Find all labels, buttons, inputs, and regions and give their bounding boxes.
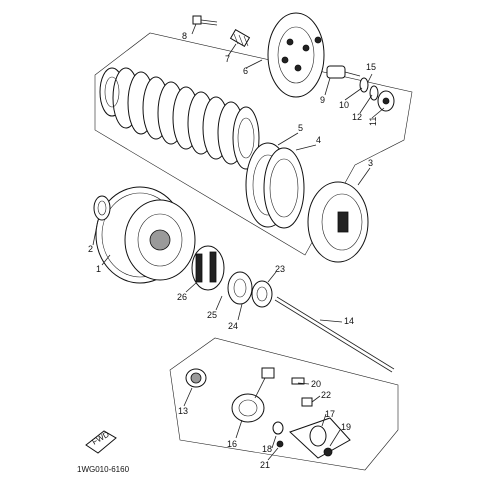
- label-13: 13: [178, 406, 188, 416]
- label-8: 8: [182, 31, 187, 41]
- push-lever-shaft: [231, 367, 275, 423]
- drawing-code: 1WG010-6160: [77, 465, 130, 474]
- label-16: 16: [227, 439, 237, 449]
- lever-cover: [289, 417, 351, 459]
- dowel-pin: [301, 397, 313, 407]
- spring-20: [291, 377, 305, 385]
- label-3: 3: [368, 158, 373, 168]
- label-4: 4: [316, 135, 321, 145]
- label-1: 1: [96, 264, 101, 274]
- label-12: 12: [352, 112, 362, 122]
- clutch-plate-stack: [99, 67, 260, 170]
- lower-assembly-frame: [169, 337, 399, 471]
- bolt: [192, 15, 218, 26]
- clutch-boss: [307, 181, 369, 263]
- washer: [251, 280, 273, 308]
- label-23: 23: [275, 264, 285, 274]
- one-way-clutch: [191, 245, 225, 291]
- part-number-labels: 8 7 6 15 9 10 12 11 5 4 3 2 1 26 25 24 2…: [88, 31, 378, 470]
- thrust-washer: [93, 195, 111, 221]
- push-rod-assembly: [326, 65, 395, 112]
- label-26: 26: [177, 292, 187, 302]
- clutch-spring: [229, 28, 251, 48]
- small-screw: [276, 440, 284, 448]
- label-11: 11: [368, 117, 378, 126]
- pressure-plate: [267, 12, 325, 98]
- o-ring: [272, 421, 284, 435]
- primary-driven-gear: [95, 186, 196, 284]
- label-25: 25: [207, 310, 217, 320]
- long-push-rod: [274, 296, 395, 373]
- label-22: 22: [321, 390, 331, 400]
- forward-arrow-icon: FWD: [85, 430, 117, 454]
- label-10: 10: [339, 100, 349, 110]
- label-15: 15: [366, 62, 376, 72]
- label-14: 14: [344, 316, 354, 326]
- label-5: 5: [298, 123, 303, 133]
- screw-19: [323, 447, 333, 457]
- label-17: 17: [325, 409, 335, 419]
- leader-lines: [92, 23, 385, 461]
- clutch-plate: [263, 147, 305, 229]
- label-6: 6: [243, 66, 248, 76]
- label-21: 21: [260, 460, 270, 470]
- label-18: 18: [262, 444, 272, 454]
- label-9: 9: [320, 95, 325, 105]
- label-24: 24: [228, 321, 238, 331]
- spacer: [227, 271, 253, 305]
- label-7: 7: [225, 54, 230, 64]
- oil-seal: [185, 368, 207, 388]
- label-2: 2: [88, 244, 93, 254]
- label-19: 19: [341, 422, 351, 432]
- label-20: 20: [311, 379, 321, 389]
- upper-assembly-frame: [94, 32, 413, 256]
